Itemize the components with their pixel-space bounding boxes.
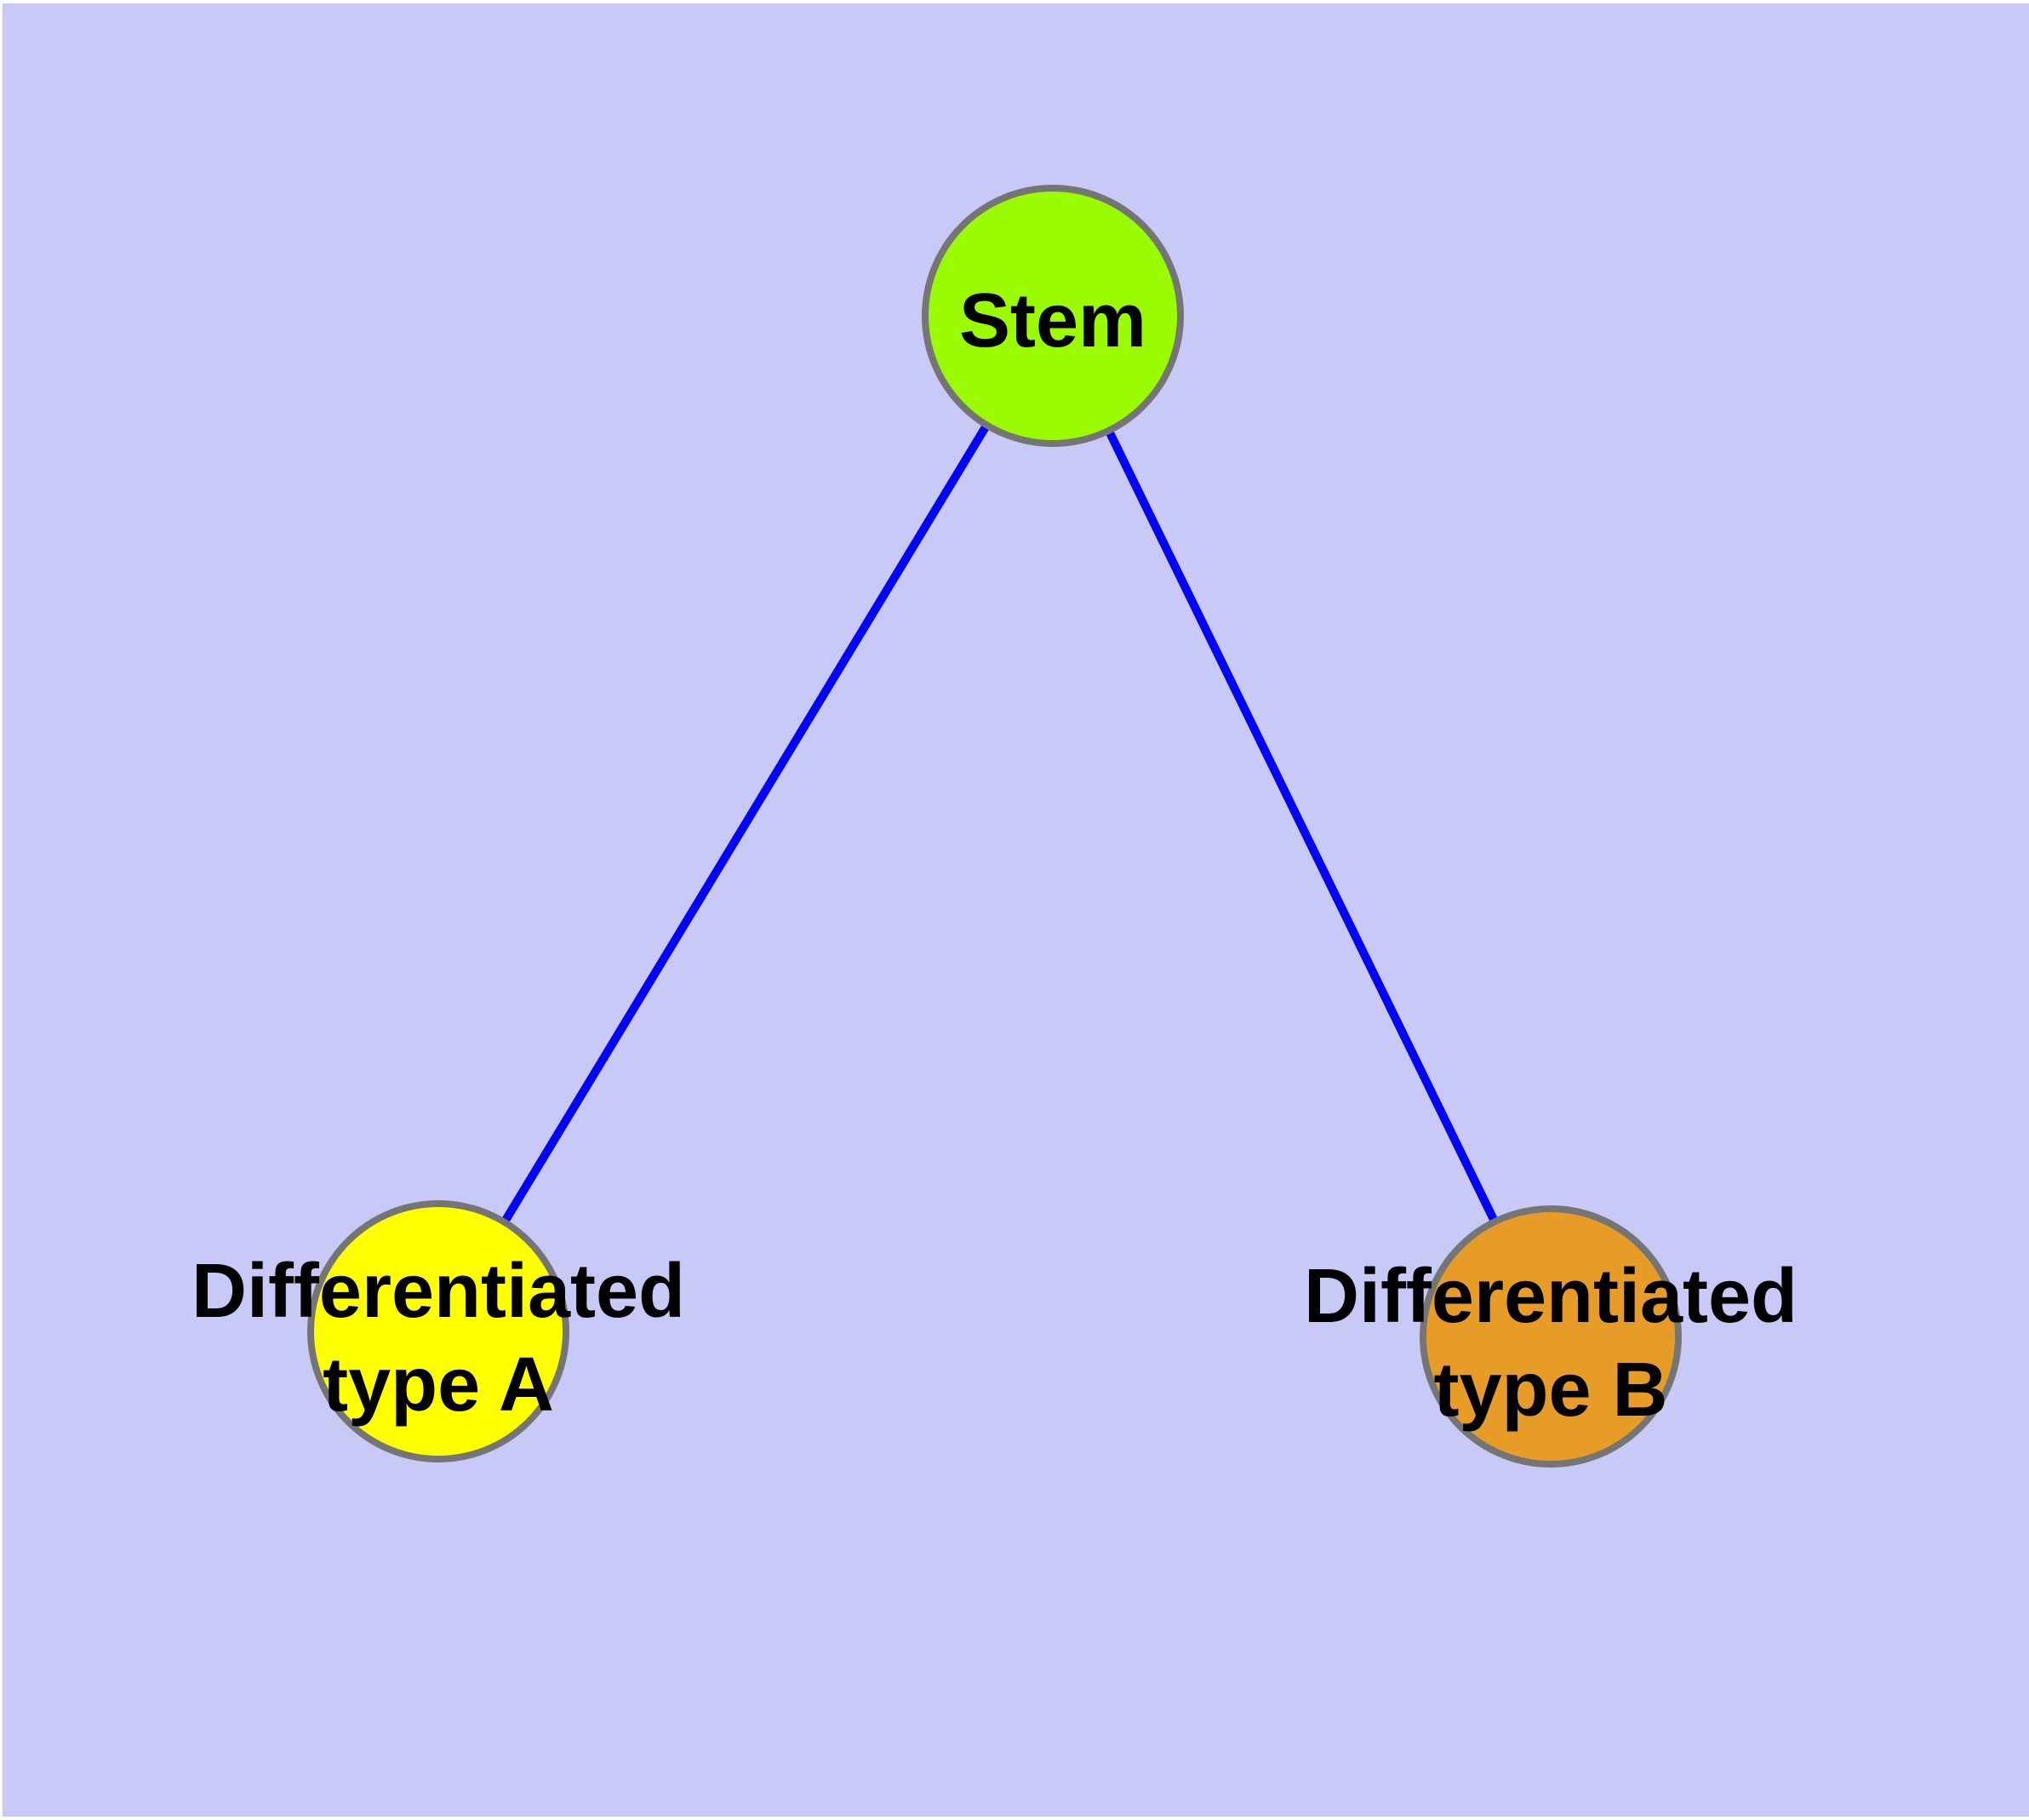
edge-stem-to-type-a	[434, 313, 1057, 1334]
node-stem[interactable]	[922, 185, 1184, 447]
node-type-a-label-line2: type A	[323, 1342, 554, 1428]
node-stem-label: Stem	[959, 278, 1146, 363]
node-differentiated-type-b[interactable]	[1420, 1205, 1682, 1468]
node-type-b-label-line2: type B	[1433, 1348, 1667, 1433]
node-differentiated-type-a[interactable]	[307, 1200, 569, 1462]
edge-stem-to-type-b	[1049, 313, 1555, 1339]
node-type-b-label-line1: Differentiated	[1304, 1254, 1798, 1339]
node-type-a-label-line1: Differentiated	[191, 1249, 685, 1334]
